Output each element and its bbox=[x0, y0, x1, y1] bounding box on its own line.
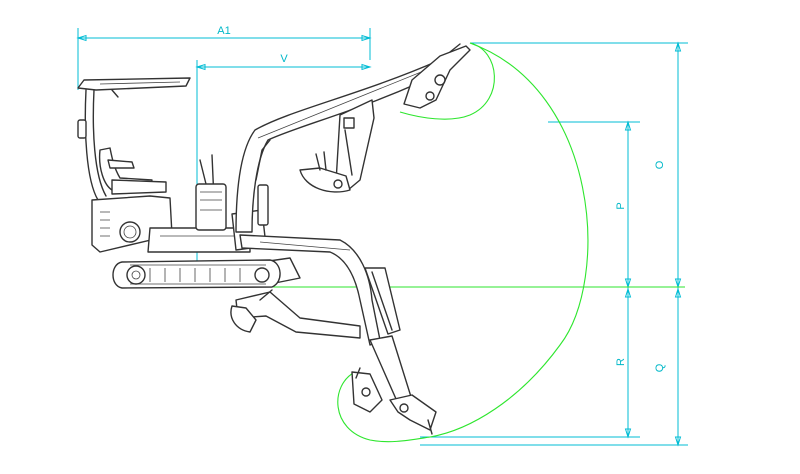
dim-label-o: O bbox=[654, 160, 666, 169]
boom-lowered bbox=[230, 234, 437, 435]
dim-label-p: P bbox=[615, 202, 627, 209]
dim-label-q: Q bbox=[654, 363, 666, 372]
dimension-lines bbox=[76, 28, 688, 447]
boom-raised bbox=[235, 43, 471, 233]
dim-label-a1: A1 bbox=[217, 25, 230, 37]
dim-label-r: R bbox=[615, 358, 627, 366]
excavator-body bbox=[77, 77, 301, 289]
dim-label-v: V bbox=[280, 53, 288, 65]
